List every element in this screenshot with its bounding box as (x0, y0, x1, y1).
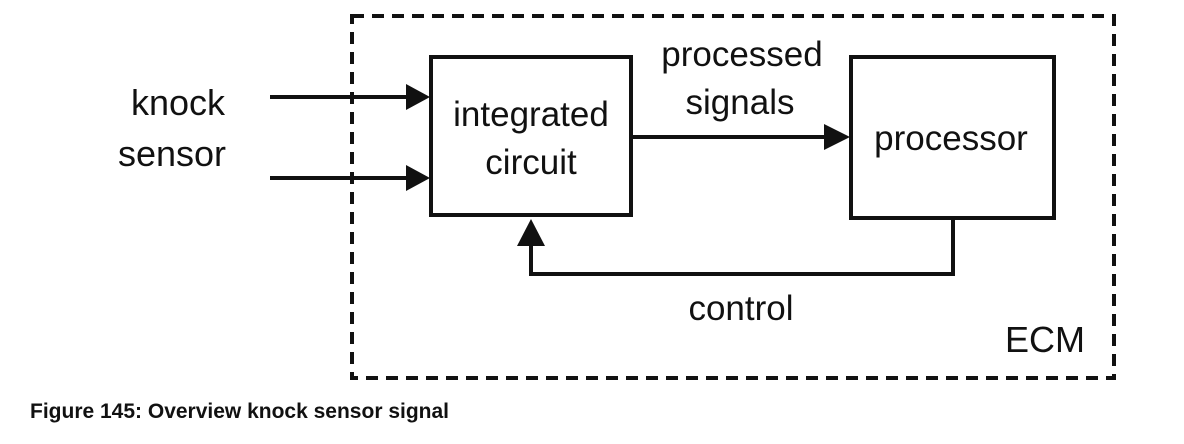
processed-signals-label-line2: signals (686, 83, 795, 122)
signal-arrow-head (824, 124, 850, 150)
ecm-boundary (350, 14, 1116, 380)
knock-sensor-label-line2: sensor (118, 133, 226, 174)
control-feedback-line (529, 218, 955, 276)
control-label: control (688, 289, 793, 328)
processed-signals-label-line1: processed (661, 35, 822, 74)
input-arrow-2-head (406, 165, 430, 191)
knock-sensor-label-line1: knock (131, 82, 226, 123)
processor-box (849, 55, 1056, 220)
integrated-circuit-label-line1: integrated (453, 95, 609, 134)
integrated-circuit-box (429, 55, 633, 217)
ecm-label: ECM (1005, 319, 1085, 360)
figure-caption: Figure 145: Overview knock sensor signal (30, 400, 450, 423)
integrated-circuit-label-line2: circuit (485, 143, 577, 182)
control-arrow-head (517, 219, 545, 246)
processor-label: processor (874, 119, 1028, 158)
input-arrow-1-head (406, 84, 430, 110)
